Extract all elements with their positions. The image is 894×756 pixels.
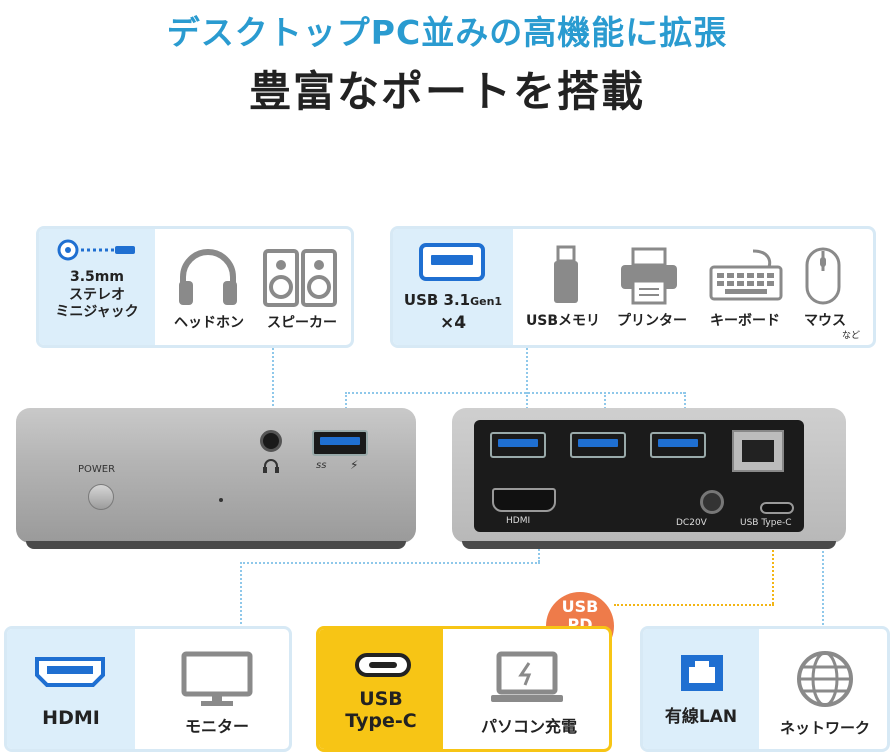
usb-a-icon (419, 243, 485, 281)
connector-usb-top (345, 392, 685, 394)
usb-port-back-3 (650, 432, 706, 458)
usbc-callout-left (319, 629, 443, 749)
headphone-symbol-icon (263, 459, 279, 473)
lan-callout-label: 有線LAN (664, 707, 738, 727)
mouse-icon (805, 247, 841, 305)
hdmi-callout-left (7, 629, 135, 749)
lightning-icon: ⚡ (350, 458, 359, 472)
hdmi-port-label: HDMI (506, 516, 531, 526)
headphones-icon (179, 249, 237, 305)
usb-version-label: USB 3.1Gen1 (395, 291, 511, 310)
printer-label: プリンター (617, 313, 687, 329)
usb-c-icon (355, 653, 411, 677)
monitor-label: モニター (184, 717, 249, 736)
globe-icon (797, 651, 853, 707)
usb-c-port (760, 502, 794, 514)
connector-audio (272, 348, 274, 426)
hdmi-callout-label: HDMI (42, 707, 100, 729)
audio-jack-label-text: 3.5mm ステレオ ミニジャック (55, 269, 139, 320)
lan-port (732, 430, 784, 472)
connector-usb-callout (526, 348, 528, 394)
lan-port-icon (681, 655, 723, 691)
usb-count-label: ×4 (439, 313, 467, 333)
usb-callout: USB 3.1Gen1 ×4 USBメモリ プリンター キーボード マウス など (390, 226, 876, 348)
power-button[interactable] (88, 484, 114, 510)
monitor-icon (181, 651, 253, 706)
dock-back-base (462, 541, 836, 549)
connector-usbc-horizontal (614, 604, 774, 606)
dock-front-base (26, 541, 406, 549)
dc-in-label: DC20V (676, 518, 707, 528)
speakers-icon (263, 249, 337, 307)
laptop-charging-icon (491, 651, 563, 702)
usbc-callout: USB Type-C パソコン充電 (316, 626, 612, 752)
rear-port-panel: HDMI DC20V USB Type-C (474, 420, 804, 532)
usb-memory-icon (554, 245, 578, 303)
network-label: ネットワーク (779, 719, 870, 737)
status-led (219, 498, 223, 502)
usb-port-front-tongue (320, 437, 360, 445)
headline-line2: 豊富なポートを搭載 (248, 67, 645, 116)
hdmi-callout: HDMI モニター (4, 626, 292, 752)
headphones-label: ヘッドホン (174, 315, 244, 331)
printer-icon (621, 247, 677, 305)
lan-callout: 有線LAN ネットワーク (640, 626, 890, 752)
hdmi-port (492, 488, 556, 512)
usb-memory-label: USBメモリ (525, 313, 601, 329)
audio-jack-icon (57, 239, 135, 261)
dock-back-view: HDMI DC20V USB Type-C (452, 408, 846, 549)
connector-usbc-down (772, 530, 774, 604)
dc-in-port (700, 490, 724, 514)
etc-note: など (841, 331, 860, 341)
power-label: POWER (78, 464, 116, 475)
connector-hdmi-box (240, 562, 242, 628)
usb-port-back-1-tongue (498, 439, 538, 447)
laptop-charging-label: パソコン充電 (480, 717, 577, 736)
usb-gen-text: Gen1 (470, 295, 503, 308)
usb-version-text: USB 3.1 (403, 291, 471, 309)
connector-hdmi-horizontal (240, 562, 540, 564)
headline-line1: デスクトップPC並みの高機能に拡張 (166, 13, 728, 52)
keyboard-label: キーボード (710, 313, 780, 329)
usb-port-back-2 (570, 432, 626, 458)
mouse-label: マウス (804, 313, 846, 329)
usb-port-back-2-tongue (578, 439, 618, 447)
usb-port-back-3-tongue (658, 439, 698, 447)
ss-logo-front: ss (316, 460, 327, 471)
usb-c-port-label: USB Type-C (740, 518, 792, 528)
usbc-callout-label: USB Type-C (345, 688, 417, 732)
usb-pd-badge-line1: USB (561, 597, 599, 616)
keyboard-icon (709, 249, 783, 301)
audio-callout: 3.5mm ステレオ ミニジャック ヘッドホン スピーカー (36, 226, 354, 348)
usb-port-front (312, 430, 368, 456)
usb-port-back-1 (490, 432, 546, 458)
speakers-label: スピーカー (267, 315, 337, 331)
audio-jack-port (260, 430, 282, 452)
audio-jack-label: 3.5mm ステレオ ミニジャック (45, 269, 149, 322)
hdmi-icon (35, 657, 105, 687)
lan-port-socket (742, 440, 774, 462)
dock-front-view: POWER ss ⚡ (16, 408, 416, 549)
